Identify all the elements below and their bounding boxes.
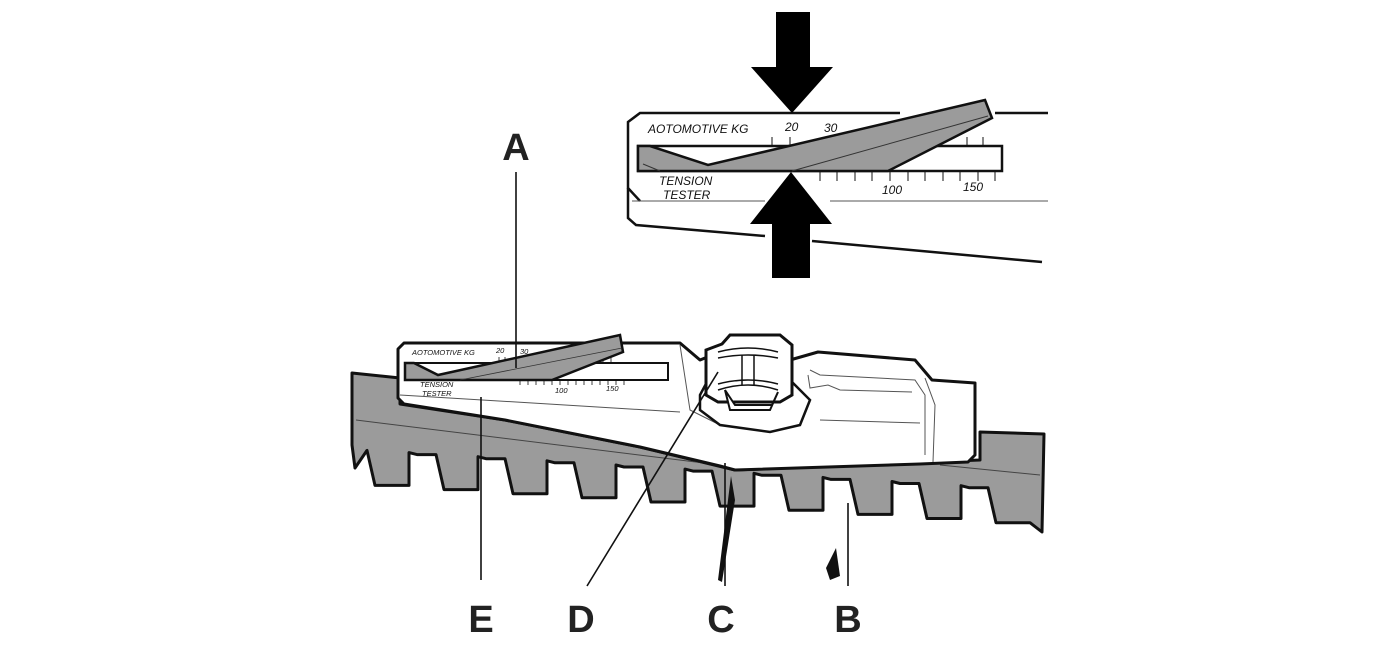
inset-tick-30: 30 <box>824 121 838 135</box>
tool-tension-label: TENSION <box>420 380 454 389</box>
inset-tick-100: 100 <box>882 183 902 197</box>
drive-belt <box>350 371 1046 534</box>
callout-d: D <box>567 599 594 641</box>
belt-clip <box>698 333 812 434</box>
tool-tick-150: 150 <box>606 384 619 393</box>
tool-tick-30: 30 <box>520 347 529 356</box>
tool-scale-title: AOTOMOTIVE KG <box>411 348 475 357</box>
inset-pointer-arm <box>636 98 994 173</box>
inset-scale-title: AOTOMOTIVE KG <box>647 122 748 136</box>
inset-tick-20: 20 <box>784 120 799 134</box>
tool-tester-label: TESTER <box>422 389 452 398</box>
inset-tick-150: 150 <box>963 180 983 194</box>
callout-e: E <box>468 599 493 641</box>
tool-tick-20: 20 <box>495 346 505 355</box>
belt-edge-shadow <box>718 476 735 582</box>
callout-c: C <box>707 599 734 641</box>
belt-edge-shadow <box>826 548 840 580</box>
up-arrow-icon <box>750 172 832 278</box>
inset-magnified-scale: AOTOMOTIVE KG 20 30 TENSION TESTER 100 1… <box>626 12 1048 278</box>
tool-pointer-arm <box>403 333 625 382</box>
tension-tester-tool: AOTOMOTIVE KG 20 30 TENSION TESTER 100 1… <box>396 333 977 472</box>
inset-tester-label: TESTER <box>663 188 711 202</box>
leader-lines <box>480 172 849 587</box>
down-arrow-icon <box>751 12 833 113</box>
callout-b: B <box>834 599 861 641</box>
tool-tick-100: 100 <box>555 386 568 395</box>
callout-a: A <box>502 127 529 169</box>
inset-tension-label: TENSION <box>659 174 713 188</box>
